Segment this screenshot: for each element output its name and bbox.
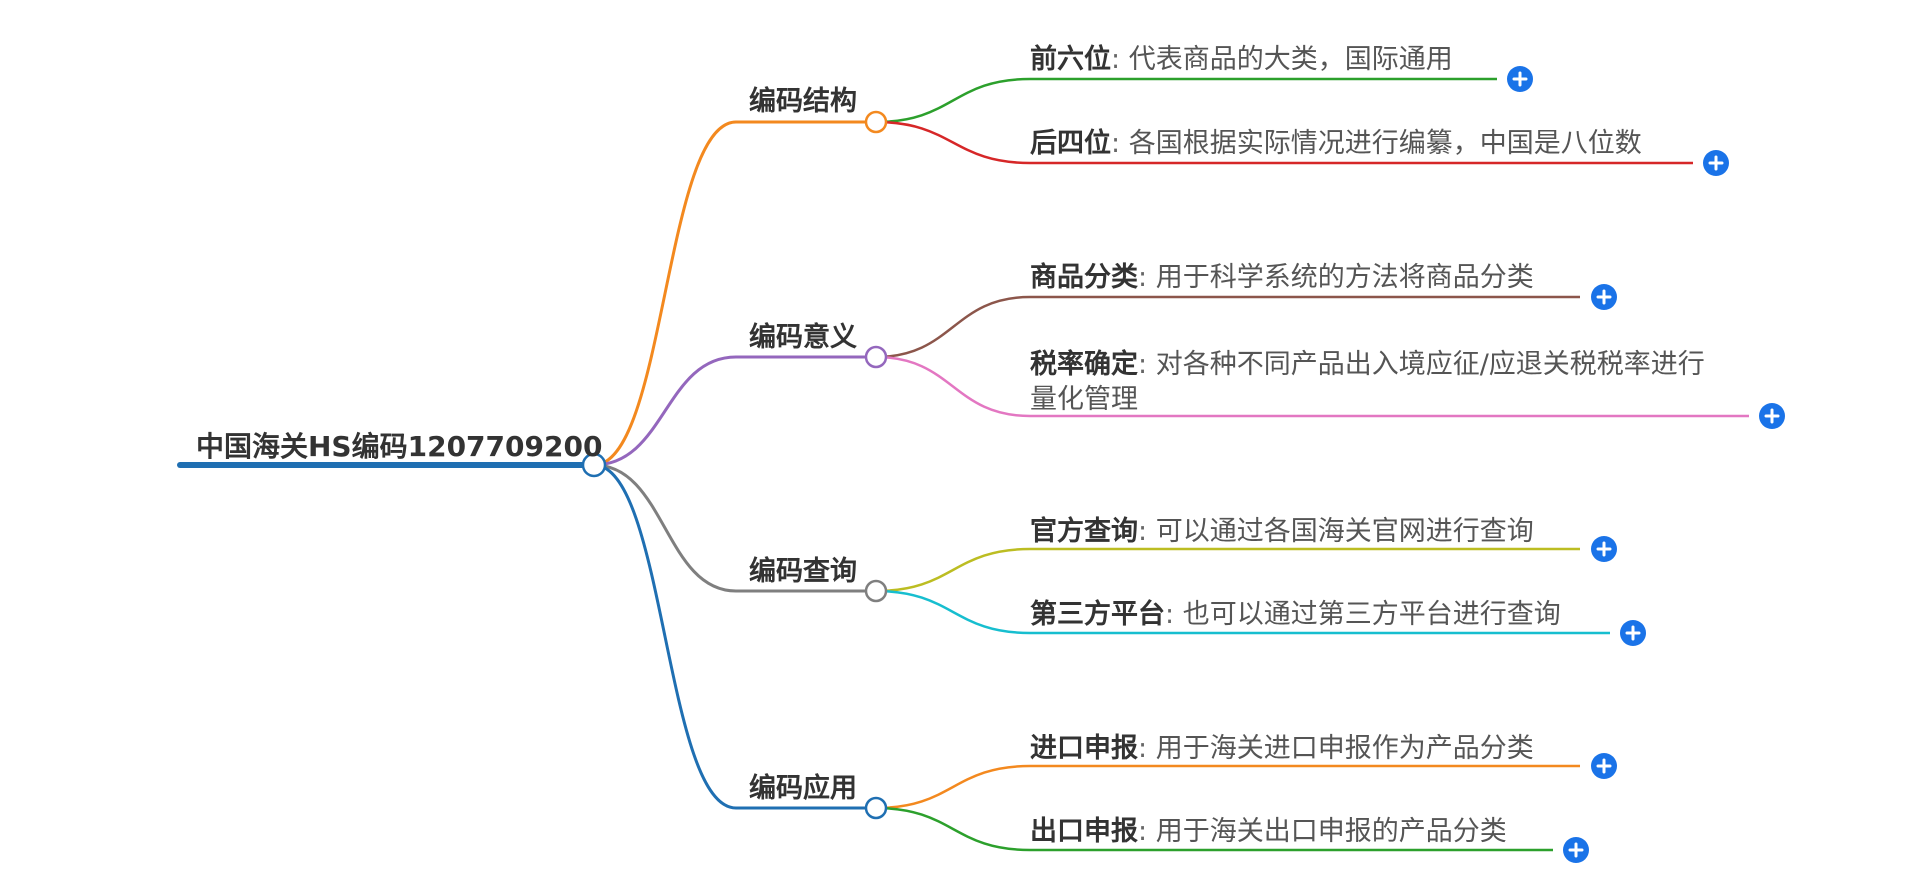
leaf-connector <box>875 355 1031 418</box>
leaf-connector <box>875 295 1031 359</box>
plus-sign-icon <box>1764 408 1780 424</box>
leaf-key: 出口申报 <box>1030 816 1138 847</box>
leaf-key: 商品分类 <box>1030 262 1138 293</box>
branch-collapse-toggle[interactable] <box>864 345 888 369</box>
leaf-value: 代表商品的大类，国际通用 <box>1128 44 1453 75</box>
leaf-value: 各国根据实际情况进行编纂，中国是八位数 <box>1128 128 1642 159</box>
leaf-connector <box>875 806 1031 852</box>
root-topic[interactable]: 中国海关HS编码1207709200 <box>196 430 603 463</box>
leaf-value: 用于海关进口申报作为产品分类 <box>1155 733 1534 764</box>
leaf-key: 第三方平台 <box>1030 599 1165 630</box>
root-collapse-toggle[interactable] <box>581 452 607 478</box>
branch-connector <box>593 463 737 810</box>
leaf-connector <box>875 77 1031 124</box>
branch-connector <box>593 463 737 593</box>
leaf-separator: : <box>1138 816 1148 847</box>
leaf-topic[interactable]: 前六位: 代表商品的大类，国际通用 <box>1030 44 1453 76</box>
branch-topic-meaning[interactable]: 编码意义 <box>749 322 857 353</box>
leaf-topic[interactable]: 第三方平台: 也可以通过第三方平台进行查询 <box>1030 599 1561 631</box>
plus-sign-icon <box>1568 842 1584 858</box>
leaf-topic[interactable]: 进口申报: 用于海关进口申报作为产品分类 <box>1030 733 1534 765</box>
branch-topic-application[interactable]: 编码应用 <box>749 773 857 804</box>
leaf-topic[interactable]: 税率确定: 对各种不同产品出入境应征/应退关税税率进行量化管理 <box>1030 347 1730 417</box>
branch-collapse-toggle[interactable] <box>864 796 888 820</box>
leaf-topic[interactable]: 出口申报: 用于海关出口申报的产品分类 <box>1030 816 1507 848</box>
plus-sign-icon <box>1596 541 1612 557</box>
branch-connector <box>593 120 737 467</box>
leaf-value: 用于海关出口申报的产品分类 <box>1155 816 1507 847</box>
leaf-key: 后四位 <box>1030 128 1111 159</box>
leaf-connector <box>875 120 1031 165</box>
leaf-value: 用于科学系统的方法将商品分类 <box>1155 262 1534 293</box>
leaf-separator: : <box>1138 262 1148 293</box>
leaf-key: 官方查询 <box>1030 516 1138 547</box>
branch-connector <box>593 355 737 467</box>
leaf-topic[interactable]: 官方查询: 可以通过各国海关官网进行查询 <box>1030 516 1534 548</box>
plus-sign-icon <box>1596 758 1612 774</box>
leaf-separator: : <box>1111 128 1121 159</box>
leaf-key: 税率确定 <box>1030 349 1138 380</box>
branch-topic-query[interactable]: 编码查询 <box>749 556 857 587</box>
plus-sign-icon <box>1596 289 1612 305</box>
branch-collapse-toggle[interactable] <box>864 110 888 134</box>
plus-sign-icon <box>1625 625 1641 641</box>
leaf-separator: : <box>1165 599 1175 630</box>
leaf-value: 可以通过各国海关官网进行查询 <box>1155 516 1534 547</box>
branch-collapse-toggle[interactable] <box>864 579 888 603</box>
leaf-topic[interactable]: 后四位: 各国根据实际情况进行编纂，中国是八位数 <box>1030 128 1642 160</box>
leaf-connector <box>875 764 1031 810</box>
leaf-topic[interactable]: 商品分类: 用于科学系统的方法将商品分类 <box>1030 262 1534 294</box>
leaf-separator: : <box>1138 349 1148 380</box>
leaf-connector <box>875 547 1031 593</box>
leaf-separator: : <box>1138 516 1148 547</box>
leaf-connector <box>875 589 1031 635</box>
branch-topic-structure[interactable]: 编码结构 <box>749 86 857 117</box>
leaf-key: 前六位 <box>1030 44 1111 75</box>
plus-sign-icon <box>1512 71 1528 87</box>
leaf-separator: : <box>1138 733 1148 764</box>
leaf-key: 进口申报 <box>1030 733 1138 764</box>
leaf-value: 对各种不同产品出入境应征/应退关税税率进行量化管理 <box>1030 349 1705 415</box>
plus-sign-icon <box>1708 155 1724 171</box>
leaf-separator: : <box>1111 44 1121 75</box>
leaf-value: 也可以通过第三方平台进行查询 <box>1182 599 1561 630</box>
